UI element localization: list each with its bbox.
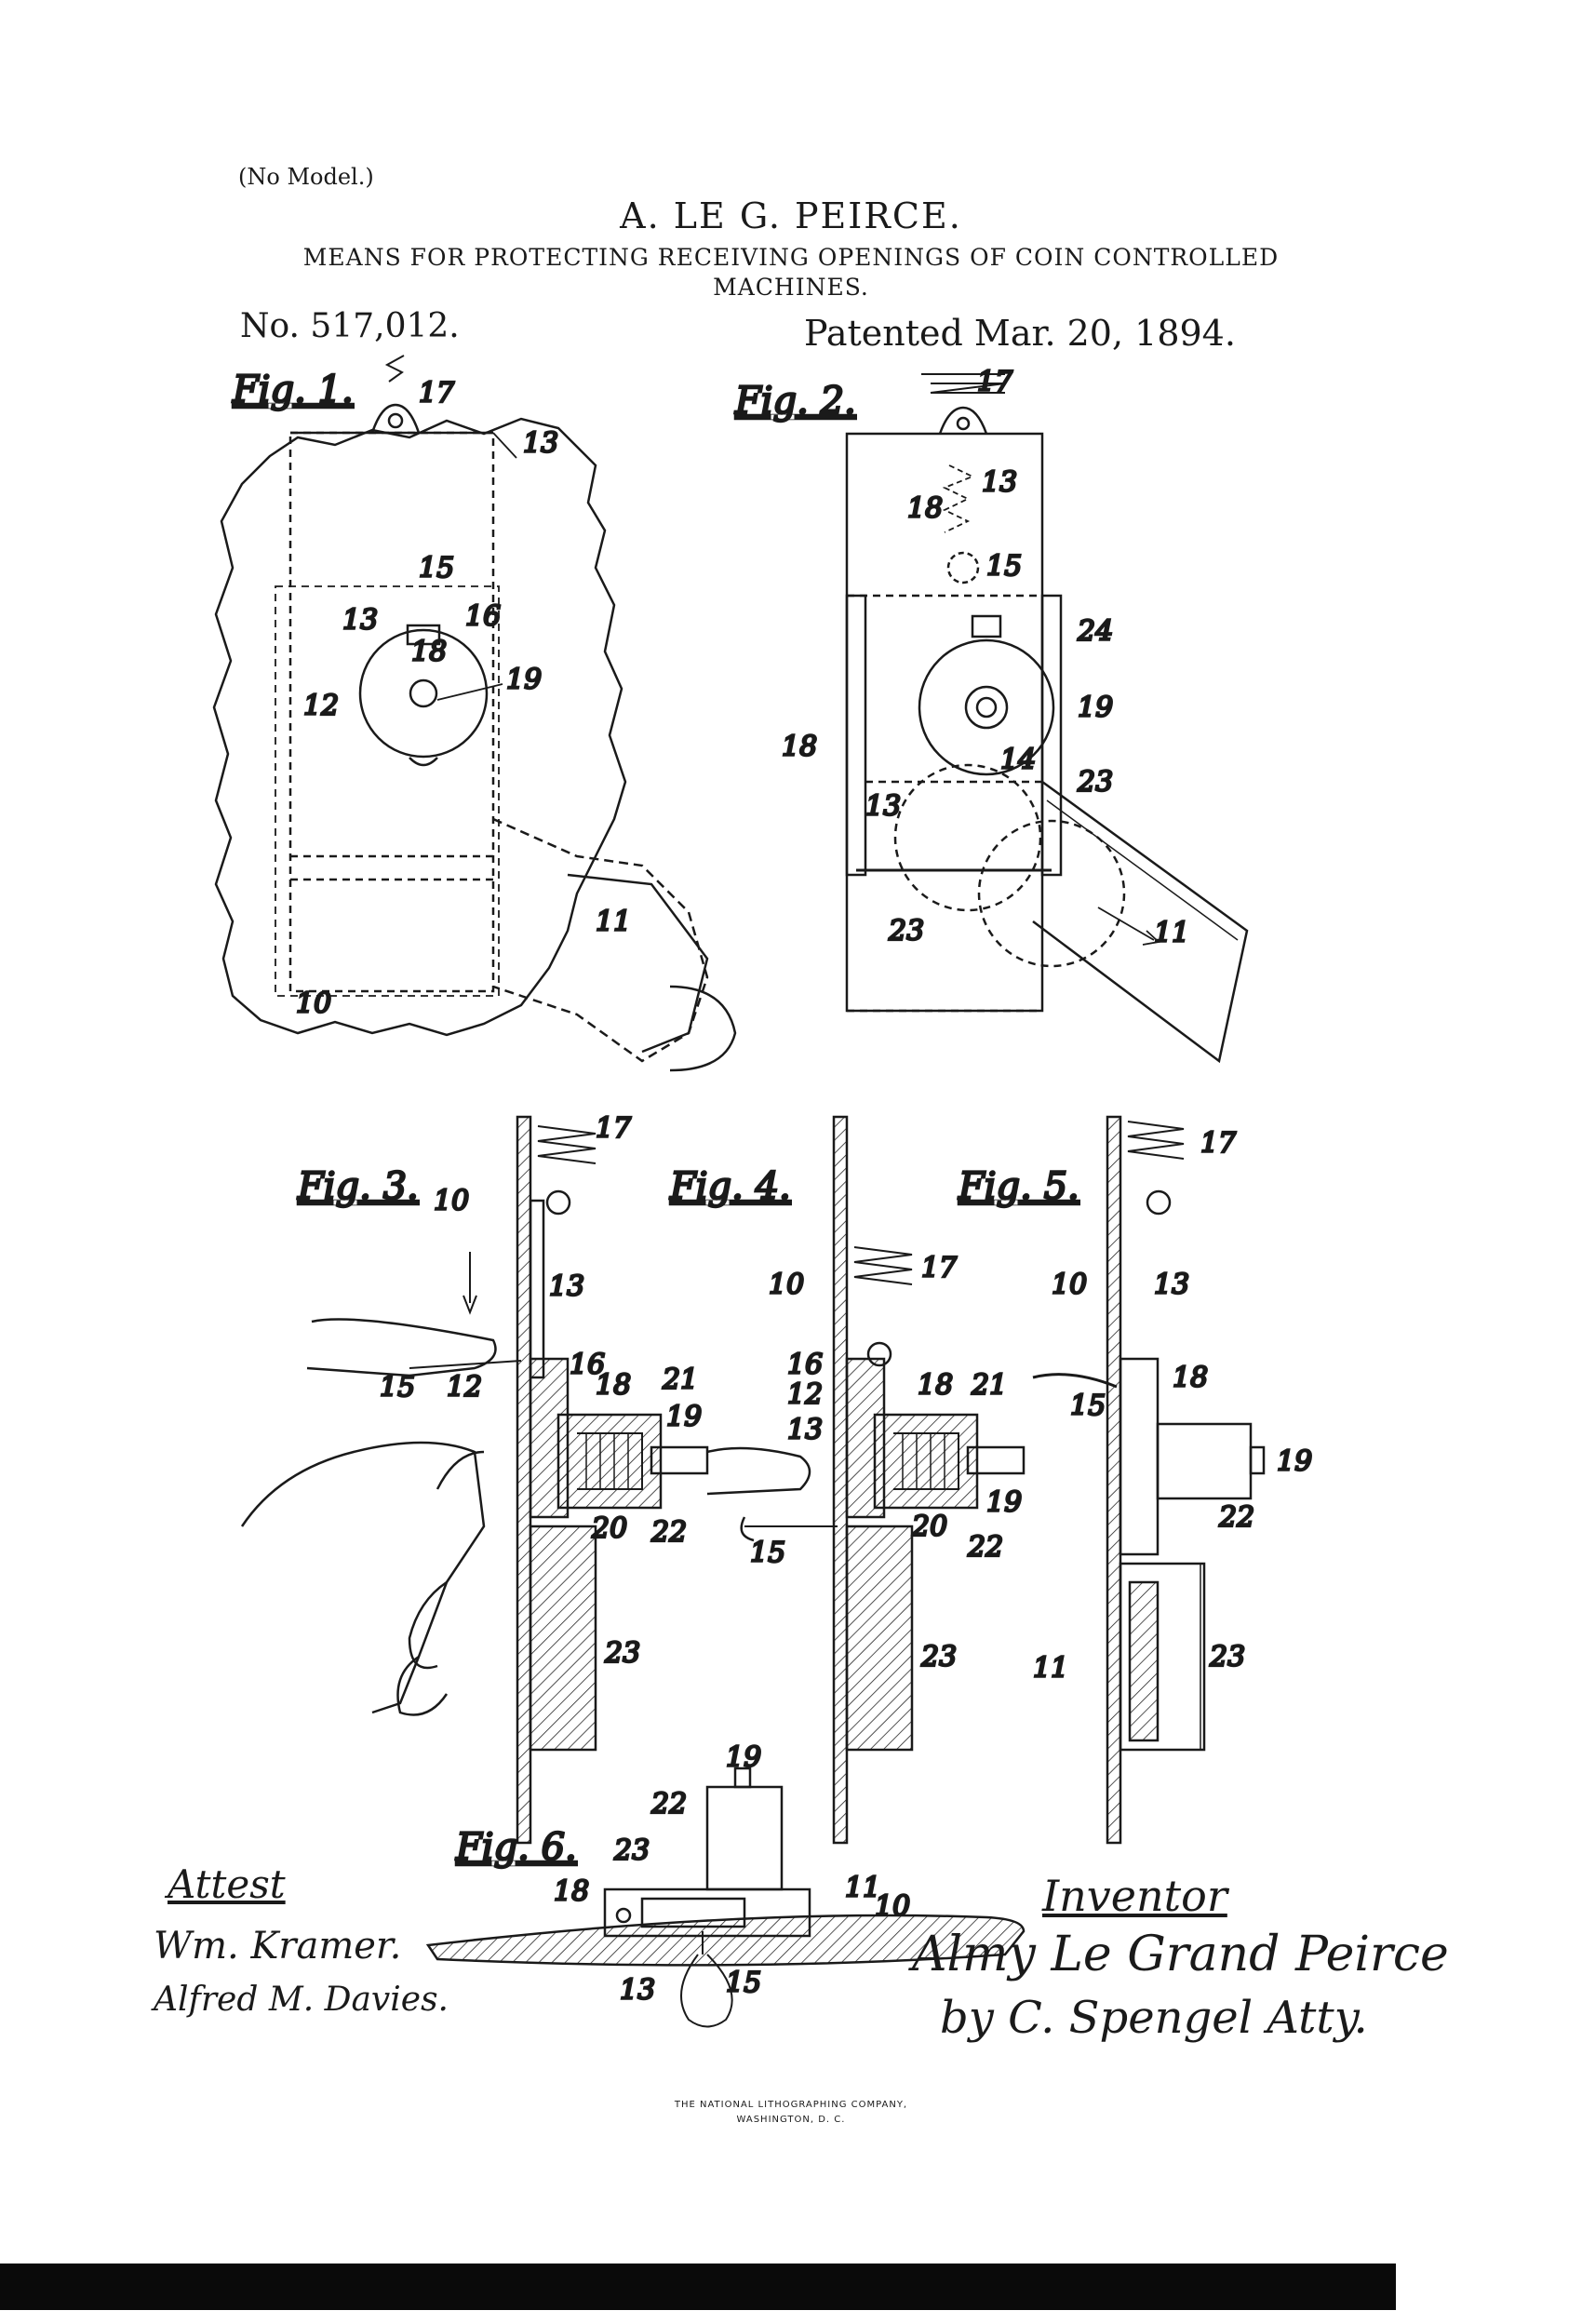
fig5-ref-22: 22 xyxy=(1218,1501,1254,1534)
fig1-ref-18: 18 xyxy=(411,636,447,668)
patent-date: Patented Mar. 20, 1894. xyxy=(804,313,1236,354)
scan-border-bar xyxy=(0,2264,1396,2310)
fig3-ref-20: 20 xyxy=(591,1512,627,1545)
fig3-ref-15: 15 xyxy=(380,1371,415,1404)
fig3-ref-17: 17 xyxy=(596,1112,632,1145)
fig3-ref-23: 23 xyxy=(604,1637,640,1670)
fig4-ref-20: 20 xyxy=(911,1511,947,1543)
fig2-ref-11: 11 xyxy=(1154,917,1189,949)
fig2-ref-19: 19 xyxy=(1078,692,1113,724)
fig2-ref-23b: 23 xyxy=(888,915,924,947)
fig6-label: Fig. 6. xyxy=(455,1826,577,1869)
fig5-label: Fig. 5. xyxy=(958,1165,1079,1208)
fig2-ref-13: 13 xyxy=(982,466,1017,499)
fig4-ref-16: 16 xyxy=(787,1349,823,1381)
fig5-ref-11: 11 xyxy=(1033,1652,1068,1685)
fig3-label: Fig. 3. xyxy=(297,1165,419,1208)
figure-1-drawing xyxy=(212,355,737,1072)
fig1-ref-10: 10 xyxy=(296,987,331,1020)
fig3-ref-22: 22 xyxy=(650,1516,687,1549)
fig6-ref-18: 18 xyxy=(554,1875,589,1908)
fig2-ref-14: 14 xyxy=(1000,744,1036,776)
fig4-ref-10: 10 xyxy=(769,1269,804,1301)
fig1-ref-11: 11 xyxy=(596,906,631,938)
fig6-ref-23: 23 xyxy=(613,1834,650,1867)
fig6-ref-10: 10 xyxy=(875,1890,910,1923)
fig5-ref-23: 23 xyxy=(1209,1641,1245,1673)
patent-title-line1: MEANS FOR PROTECTING RECEIVING OPENINGS … xyxy=(302,244,1280,271)
fig3-ref-10: 10 xyxy=(434,1185,469,1217)
fig3-ref-16: 16 xyxy=(570,1349,605,1381)
fig6-ref-19: 19 xyxy=(726,1741,761,1774)
fig2-ref-24: 24 xyxy=(1077,615,1113,648)
figure-2-drawing xyxy=(845,373,1249,1064)
inventor-signature: Almy Le Grand Peirce xyxy=(912,1927,1449,1982)
fig3-ref-18: 18 xyxy=(596,1369,631,1402)
fig6-ref-11: 11 xyxy=(845,1872,880,1904)
fig1-ref-15: 15 xyxy=(419,552,454,584)
fig2-ref-15: 15 xyxy=(986,550,1022,583)
inventor-label: Inventor xyxy=(1042,1871,1227,1921)
fig1-ref-17: 17 xyxy=(419,377,455,410)
fig5-ref-15: 15 xyxy=(1070,1390,1106,1422)
fig2-ref-17: 17 xyxy=(977,366,1013,398)
fig4-ref-12: 12 xyxy=(787,1378,823,1411)
fig4-ref-21: 21 xyxy=(971,1369,1007,1402)
witness-signature-2: Alfred M. Davies. xyxy=(154,1981,449,2019)
fig5-ref-19: 19 xyxy=(1277,1445,1312,1478)
attest-label: Attest xyxy=(168,1861,286,1907)
fig3-ref-19: 19 xyxy=(666,1401,702,1433)
model-note: (No Model.) xyxy=(238,164,374,190)
fig4-ref-13: 13 xyxy=(787,1414,823,1446)
fig4-ref-18: 18 xyxy=(918,1369,953,1402)
figure-6-drawing xyxy=(425,1767,1026,2028)
fig2-ref-23: 23 xyxy=(1077,766,1113,799)
fig6-ref-15: 15 xyxy=(726,1967,761,1999)
figure-4-drawing xyxy=(706,1115,1026,1845)
fig2-label: Fig. 2. xyxy=(734,380,856,423)
fig4-ref-23: 23 xyxy=(920,1641,957,1673)
fig1-label: Fig. 1. xyxy=(232,369,354,411)
attorney-signature: by C. Spengel Atty. xyxy=(940,1992,1368,2044)
fig1-ref-16: 16 xyxy=(465,600,501,633)
fig5-ref-13: 13 xyxy=(1154,1269,1189,1301)
printer-line1: THE NATIONAL LITHOGRAPHING COMPANY, xyxy=(674,2100,908,2110)
fig2-ref-18b: 18 xyxy=(782,731,817,763)
patent-title-line2: MACHINES. xyxy=(713,274,869,301)
fig3-ref-13: 13 xyxy=(549,1270,584,1303)
fig3-ref-21: 21 xyxy=(662,1364,698,1396)
fig6-ref-13: 13 xyxy=(620,1974,655,2007)
fig1-ref-12: 12 xyxy=(303,690,339,722)
fig1-ref-19: 19 xyxy=(506,664,542,696)
fig4-ref-15: 15 xyxy=(750,1537,785,1569)
fig1-ref-13b: 13 xyxy=(342,604,378,637)
fig4-ref-17: 17 xyxy=(921,1252,958,1284)
fig1-ref-13: 13 xyxy=(523,427,558,460)
fig2-ref-18: 18 xyxy=(907,492,943,525)
fig5-ref-10: 10 xyxy=(1052,1269,1087,1301)
fig4-label: Fig. 4. xyxy=(669,1165,791,1208)
fig6-ref-22: 22 xyxy=(650,1788,687,1820)
fig5-ref-18: 18 xyxy=(1173,1362,1208,1394)
witness-signature-1: Wm. Kramer. xyxy=(154,1925,402,1968)
fig4-ref-19: 19 xyxy=(986,1486,1022,1519)
fig4-ref-22: 22 xyxy=(967,1531,1003,1564)
inventor-name: A. LE G. PEIRCE. xyxy=(620,195,962,236)
figure-3-drawing xyxy=(240,1115,709,1845)
fig3-ref-12: 12 xyxy=(447,1371,482,1404)
fig2-ref-13b: 13 xyxy=(865,790,901,823)
patent-number: No. 517,012. xyxy=(240,307,460,345)
printer-line2: WASHINGTON, D. C. xyxy=(736,2115,846,2125)
fig5-ref-17: 17 xyxy=(1200,1127,1237,1160)
figure-5-drawing xyxy=(1032,1115,1266,1845)
